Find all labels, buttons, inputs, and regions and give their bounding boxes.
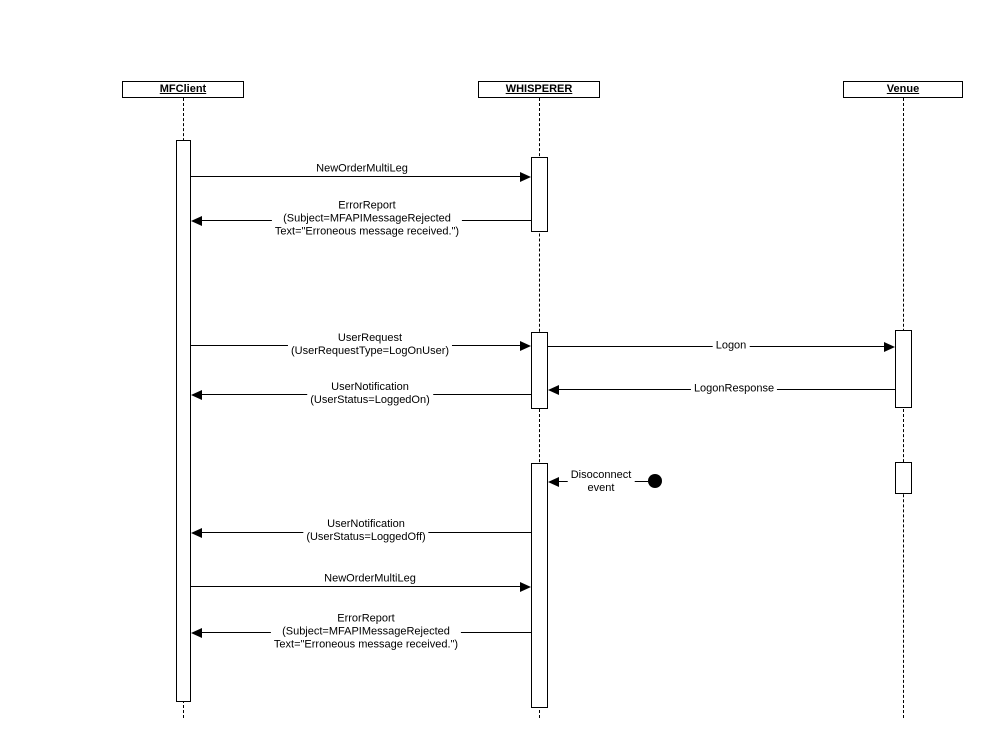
activation-whisperer-3 bbox=[531, 463, 548, 708]
message-label: UserNotification (UserStatus=LoggedOff) bbox=[303, 518, 429, 544]
activation-venue-2 bbox=[895, 462, 912, 494]
arrowhead-left-icon bbox=[191, 216, 202, 226]
message-label: NewOrderMultiLeg bbox=[321, 572, 419, 586]
activation-venue-1 bbox=[895, 330, 912, 408]
message-label: Disoconnect event bbox=[567, 469, 635, 495]
arrowhead-left-icon bbox=[548, 477, 559, 487]
arrowhead-left-icon bbox=[191, 528, 202, 538]
activation-whisperer-2 bbox=[531, 332, 548, 409]
arrowhead-left-icon bbox=[548, 385, 559, 395]
message-label: ErrorReport (Subject=MFAPIMessageRejecte… bbox=[271, 199, 463, 239]
arrowhead-right-icon bbox=[520, 582, 531, 592]
lifeline-venue bbox=[903, 98, 904, 718]
lifeline-header-whisperer: WHISPERER bbox=[478, 81, 600, 98]
lifeline-header-mfclient: MFClient bbox=[122, 81, 244, 98]
lifeline-header-venue: Venue bbox=[843, 81, 963, 98]
message-label: NewOrderMultiLeg bbox=[313, 162, 411, 176]
arrow-line bbox=[191, 176, 520, 177]
arrow-line bbox=[191, 586, 520, 587]
message-label: UserNotification (UserStatus=LoggedOn) bbox=[307, 381, 433, 407]
message-label: ErrorReport (Subject=MFAPIMessageRejecte… bbox=[270, 612, 462, 652]
arrowhead-right-icon bbox=[520, 172, 531, 182]
arrowhead-right-icon bbox=[520, 341, 531, 351]
activation-whisperer-1 bbox=[531, 157, 548, 232]
arrowhead-left-icon bbox=[191, 390, 202, 400]
message-label: Logon bbox=[712, 339, 750, 353]
activation-mfclient bbox=[176, 140, 191, 702]
arrowhead-left-icon bbox=[191, 628, 202, 638]
disconnect-event-dot-icon bbox=[648, 474, 662, 488]
arrowhead-right-icon bbox=[884, 342, 895, 352]
message-label: UserRequest (UserRequestType=LogOnUser) bbox=[287, 332, 453, 358]
message-label: LogonResponse bbox=[690, 382, 778, 396]
